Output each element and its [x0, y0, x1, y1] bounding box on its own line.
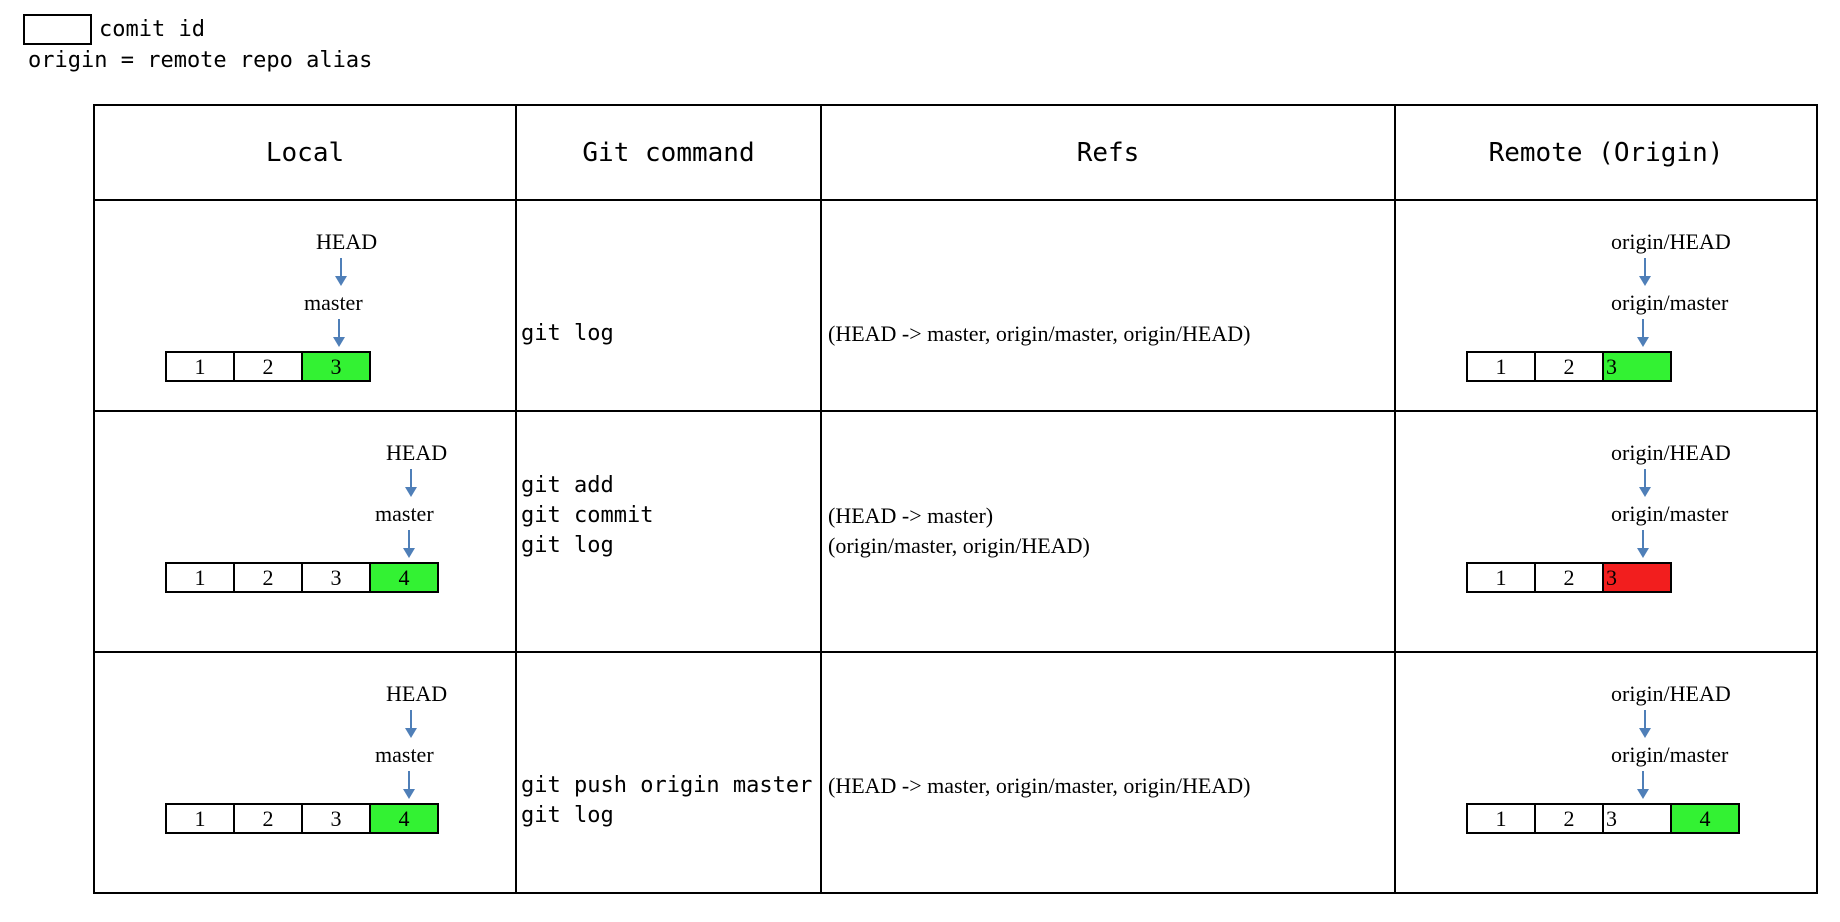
- branch-label: master: [375, 742, 434, 767]
- table-row: HEAD master 1 2 3 4 git add git commit g…: [93, 410, 1818, 653]
- arrow-down-icon: [403, 771, 415, 799]
- origin-branch-label: origin/master: [1611, 501, 1729, 526]
- commit-box: 2: [1534, 351, 1604, 382]
- git-command-text: git log: [521, 321, 614, 346]
- command-cell: git log: [515, 199, 822, 412]
- legend-commit-label: comit id: [99, 17, 205, 42]
- arrow-down-icon: [405, 469, 417, 497]
- arrow-down-icon: [1639, 710, 1651, 738]
- refs-text: (HEAD -> master) (origin/master, origin/…: [828, 503, 1090, 558]
- head-label: HEAD: [386, 440, 448, 465]
- commit-box: 1: [165, 562, 235, 593]
- commit-chain: 1 2 3 4: [165, 803, 439, 834]
- head-label: HEAD: [316, 229, 378, 254]
- header-refs: Refs: [820, 104, 1396, 201]
- arrow-down-icon: [1637, 771, 1649, 799]
- commit-box: 1: [1466, 803, 1536, 834]
- arrow-down-icon: [333, 319, 345, 347]
- refs-cell: (HEAD -> master, origin/master, origin/H…: [820, 199, 1396, 412]
- header-remote: Remote (Origin): [1394, 104, 1818, 201]
- commit-box: 2: [233, 803, 303, 834]
- commit-box-new: 4: [369, 562, 439, 593]
- refs-text: (HEAD -> master, origin/master, origin/H…: [828, 321, 1251, 346]
- git-command-text: git push origin master git log: [521, 773, 813, 828]
- commit-box-synced: 3: [1602, 351, 1672, 382]
- git-refs-table: Local Git command Refs Remote (Origin) H…: [93, 104, 1818, 894]
- commit-box: 2: [233, 562, 303, 593]
- commit-box: 1: [1466, 351, 1536, 382]
- arrow-down-icon: [1639, 258, 1651, 286]
- arrow-down-icon: [403, 530, 415, 558]
- origin-head-label: origin/HEAD: [1611, 681, 1731, 706]
- remote-cell: origin/HEAD origin/master 1 2 3 4: [1394, 651, 1818, 894]
- origin-branch-label: origin/master: [1611, 290, 1729, 315]
- commit-box: 3: [1602, 803, 1672, 834]
- commit-box: 1: [165, 351, 235, 382]
- table-row: HEAD master 1 2 3 4 git push origin mast…: [93, 651, 1818, 894]
- commit-box: 2: [1534, 803, 1604, 834]
- local-cell: HEAD master 1 2 3: [93, 199, 517, 412]
- local-cell: HEAD master 1 2 3 4: [93, 410, 517, 653]
- git-command-text: git add git commit git log: [521, 473, 654, 558]
- commit-box: 2: [233, 351, 303, 382]
- header-local: Local: [93, 104, 517, 201]
- remote-commit-chain: 1 2 3 4: [1466, 803, 1740, 834]
- table-row: HEAD master 1 2 3 git log (HEAD -> maste…: [93, 199, 1818, 412]
- origin-head-label: origin/HEAD: [1611, 440, 1731, 465]
- refs-text: (HEAD -> master, origin/master, origin/H…: [828, 773, 1251, 798]
- origin-branch-label: origin/master: [1611, 742, 1729, 767]
- commit-box: 1: [165, 803, 235, 834]
- commit-box-stale: 3: [1602, 562, 1672, 593]
- remote-commit-chain: 1 2 3: [1466, 562, 1672, 593]
- commit-box: 3: [301, 803, 371, 834]
- arrow-down-icon: [1637, 530, 1649, 558]
- branch-label: master: [304, 290, 363, 315]
- arrow-down-icon: [335, 258, 347, 286]
- refs-cell: (HEAD -> master, origin/master, origin/H…: [820, 651, 1396, 894]
- legend-alias-note: origin = remote repo alias: [28, 48, 373, 73]
- refs-cell: (HEAD -> master) (origin/master, origin/…: [820, 410, 1396, 653]
- branch-label: master: [375, 501, 434, 526]
- remote-cell: origin/HEAD origin/master 1 2 3: [1394, 410, 1818, 653]
- commit-box-new: 4: [1670, 803, 1740, 834]
- commit-box: 2: [1534, 562, 1604, 593]
- command-cell: git add git commit git log: [515, 410, 822, 653]
- origin-head-label: origin/HEAD: [1611, 229, 1731, 254]
- header-row: Local Git command Refs Remote (Origin): [93, 104, 1818, 201]
- commit-box: 1: [1466, 562, 1536, 593]
- commit-chain: 1 2 3 4: [165, 562, 439, 593]
- legend-commit-box: [23, 14, 92, 45]
- arrow-down-icon: [1637, 319, 1649, 347]
- local-cell: HEAD master 1 2 3 4: [93, 651, 517, 894]
- commit-chain: 1 2 3: [165, 351, 371, 382]
- commit-box-new: 3: [301, 351, 371, 382]
- commit-box-new: 4: [369, 803, 439, 834]
- remote-commit-chain: 1 2 3: [1466, 351, 1672, 382]
- head-label: HEAD: [386, 681, 448, 706]
- arrow-down-icon: [1639, 469, 1651, 497]
- command-cell: git push origin master git log: [515, 651, 822, 894]
- header-git-command: Git command: [515, 104, 822, 201]
- commit-box: 3: [301, 562, 371, 593]
- arrow-down-icon: [405, 710, 417, 738]
- remote-cell: origin/HEAD origin/master 1 2 3: [1394, 199, 1818, 412]
